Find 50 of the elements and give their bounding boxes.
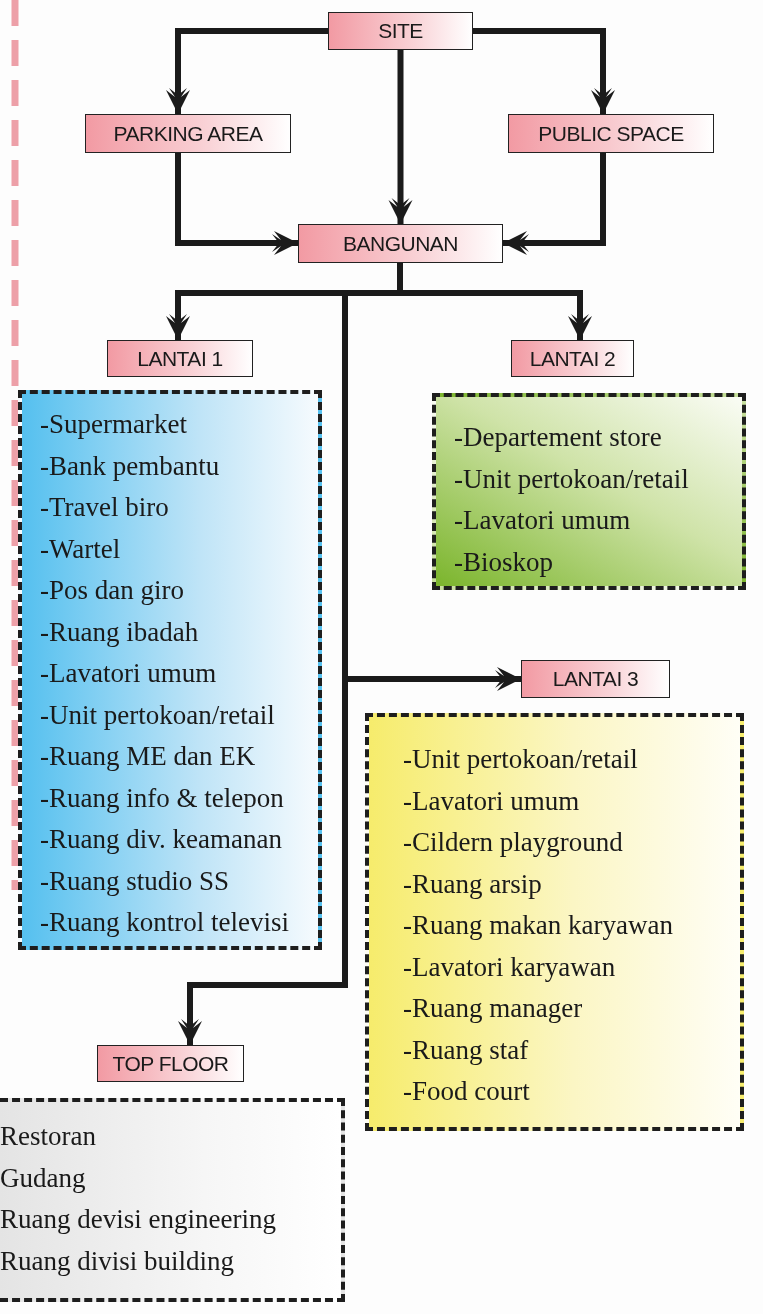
room-item: Ruang devisi engineering <box>0 1203 277 1236</box>
floor-label-box <box>97 1045 244 1082</box>
room-item: -Unit pertokoan/retail <box>40 698 276 732</box>
room-item: Ruang divisi building <box>0 1244 235 1278</box>
box-label: SITE <box>378 19 423 43</box>
room-item: Gudang <box>0 1161 87 1195</box>
room-item: -Ruang makan karyawan <box>403 909 674 942</box>
room-item: -Bioskop <box>454 545 554 579</box>
room-item: -Ruang ME dan EK <box>40 740 257 773</box>
room-item: -Ruang div. keamanan <box>40 823 283 856</box>
floor-label-box <box>508 114 714 153</box>
room-item: -Ruang ibadah <box>40 615 200 649</box>
room-item: -Ruang kontrol televisi <box>40 906 290 939</box>
floor-label-box <box>511 340 634 377</box>
room-list-panel <box>0 1098 345 1302</box>
room-item: Restoran <box>0 1120 97 1153</box>
room-item: -Travel biro <box>40 491 170 524</box>
box-label: PUBLIC SPACE <box>538 121 684 146</box>
room-item: -Ruang studio SS <box>40 864 231 898</box>
room-item: -Unit pertokoan/retail <box>403 743 639 776</box>
box-label: TOP FLOOR <box>112 1051 229 1076</box>
room-item: -Ruang staf <box>403 1033 530 1067</box>
room-item: -Wartel <box>40 532 122 566</box>
box-label: LANTAI 2 <box>529 346 616 371</box>
floor-label-box <box>521 660 670 698</box>
room-item: -Cildern playground <box>403 826 624 859</box>
floor-label-box <box>107 340 253 377</box>
room-list-panel <box>365 713 744 1131</box>
room-list-panel <box>432 393 746 590</box>
room-list-panel <box>18 390 322 950</box>
room-item: -Supermarket <box>40 408 188 441</box>
floor-label-box <box>298 224 503 263</box>
room-item: -Ruang info & telepon <box>40 781 285 815</box>
floor-label-box <box>328 12 473 50</box>
box-label: LANTAI 1 <box>137 346 223 371</box>
floor-label-box <box>85 114 291 153</box>
room-item: -Ruang manager <box>403 992 584 1025</box>
room-item: -Lavatori umum <box>403 784 581 818</box>
room-item: -Lavatori karyawan <box>403 950 617 984</box>
room-item: -Ruang arsip <box>403 867 543 901</box>
room-item: -Unit pertokoan/retail <box>454 462 690 496</box>
box-label: PARKING AREA <box>113 121 263 146</box>
room-item: -Food court <box>403 1075 531 1108</box>
room-item: -Departement store <box>454 421 663 454</box>
room-item: -Lavatori umum <box>40 657 218 690</box>
box-label: BANGUNAN <box>343 231 458 256</box>
box-label: LANTAI 3 <box>552 667 639 691</box>
room-item: -Pos dan giro <box>40 574 185 607</box>
room-item: -Lavatori umum <box>454 504 632 537</box>
room-item: -Bank pembantu <box>40 449 221 483</box>
